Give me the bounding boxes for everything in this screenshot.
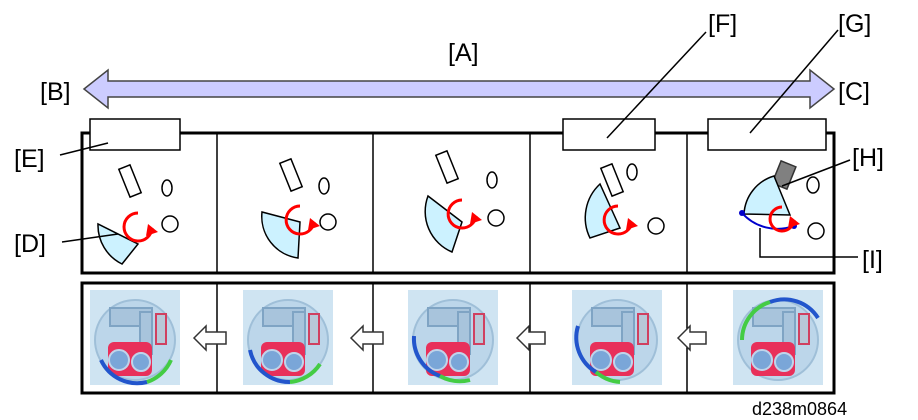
label-a: [A] [448,39,479,67]
rotation-arrow-icon [602,204,638,236]
rotation-arrow-icon [446,198,482,230]
label-h: [H] [852,144,884,172]
label-d: [D] [14,230,46,258]
label-i: [I] [862,246,883,274]
left-arrow-icon [676,324,707,352]
label-g: [G] [838,10,871,38]
rotation-arrow-icon [768,205,800,233]
panel-2 [261,157,337,259]
unit-photo-icon [732,289,824,386]
rotation-arrow-icon [284,204,320,236]
label-b: [B] [40,78,71,106]
shaded-block [771,159,797,191]
figure-code: d238m0864 [752,399,847,419]
unit-photo-icon [407,289,499,386]
top-panel-strip [80,131,836,275]
double-headed-arrow-icon [82,68,836,110]
panel-1 [97,163,179,265]
unit-photo-icon [571,289,663,386]
header-box-g [707,118,827,151]
label-c: [C] [838,78,870,106]
header-box-f [562,118,656,151]
panel-4 [584,162,665,239]
leader-lines [59,29,858,258]
left-arrow-icon [192,324,227,352]
label-f: [F] [708,10,737,38]
panel-3 [424,149,505,254]
bottom-photo-strip [80,281,836,395]
unit-photo-icon [242,289,334,386]
left-arrow-icon [349,324,384,352]
rotation-arrow-icon [122,211,158,243]
panel-5 [739,159,825,240]
unit-photo-icon [89,289,181,386]
left-arrow-icon [515,324,546,352]
label-e: [E] [14,145,45,173]
header-box-e [89,118,181,151]
